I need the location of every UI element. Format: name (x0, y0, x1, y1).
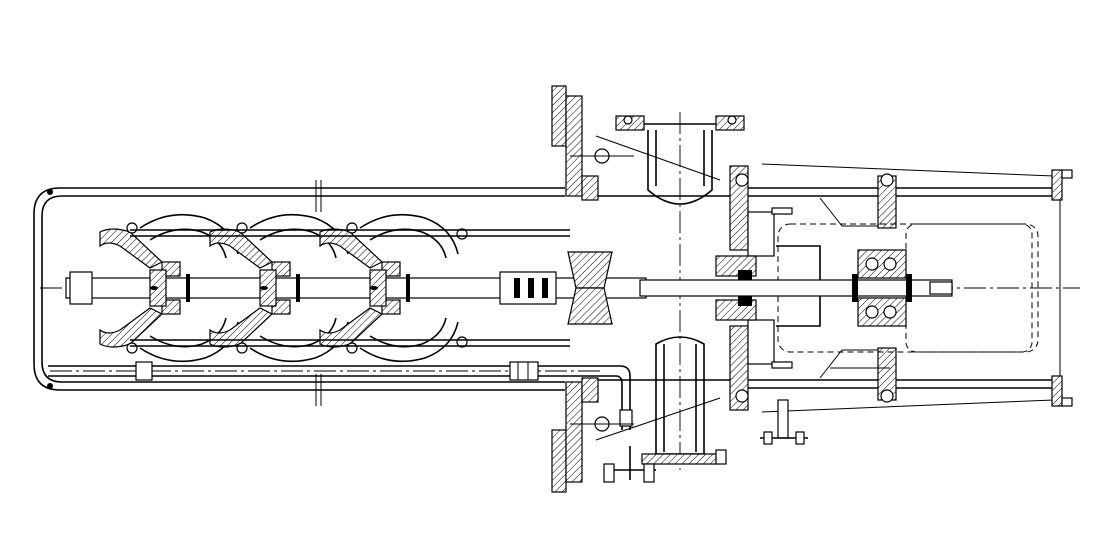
shaft-end (639, 249, 953, 327)
discharge-nozzle (615, 115, 745, 205)
shaft-coupling (499, 251, 613, 325)
diffuser-stage-1 (99, 213, 239, 363)
outer-barrel (33, 180, 565, 406)
tie-rods (130, 229, 570, 347)
balance-pipe (48, 361, 633, 430)
suction-nozzle (603, 336, 727, 483)
diffuser-stage-3 (319, 213, 468, 363)
pump-shaft (65, 269, 647, 307)
mounting-flange (551, 85, 730, 493)
bearing-housing (715, 165, 821, 411)
motor-adapter (748, 163, 1073, 445)
diffuser-stage-2 (209, 213, 349, 363)
